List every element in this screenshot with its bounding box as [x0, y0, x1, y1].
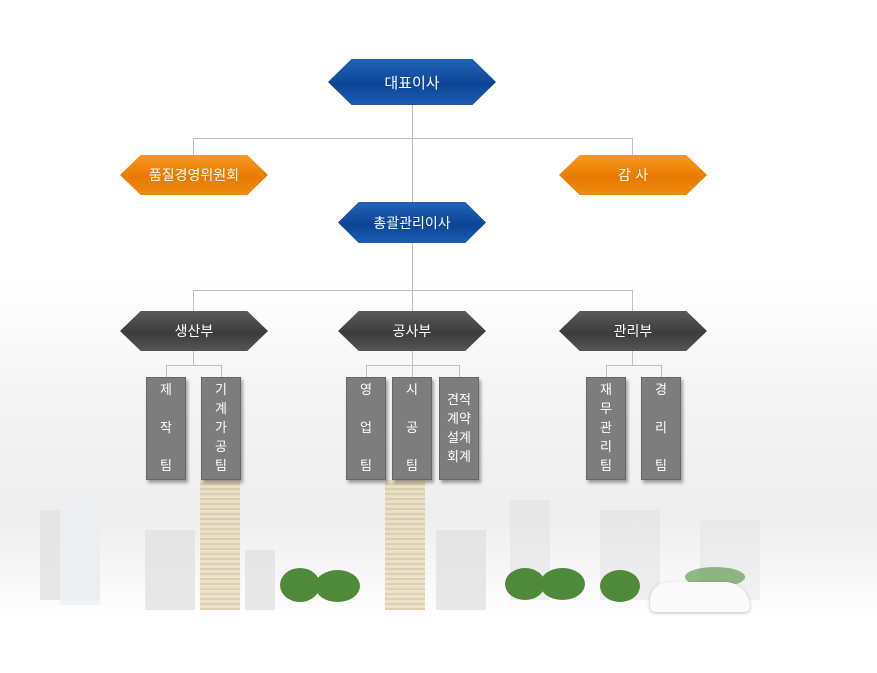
manufacturing-team-node: 제 작 팀: [146, 377, 186, 480]
management-dept-node: 관리부: [559, 311, 707, 351]
machining-team-node: 기 계 가 공 팀: [201, 377, 241, 480]
ceo-node: 대표이사: [328, 59, 496, 105]
car-illustration: [650, 582, 750, 612]
auditor-node: 감 사: [559, 155, 707, 195]
general-director-node: 총괄관리이사: [338, 202, 486, 243]
production-dept-node: 생산부: [120, 311, 268, 351]
construction-dept-node: 공사부: [338, 311, 486, 351]
estimate-contract-team-node: 견적 계약 설계 회계: [439, 377, 479, 480]
quality-committee-node: 품질경영위원회: [120, 155, 268, 195]
sales-team-node: 영 업 팀: [346, 377, 386, 480]
accounting-team-node: 경 리 팀: [641, 377, 681, 480]
construction-team-node: 시 공 팀: [392, 377, 432, 480]
finance-team-node: 재 무 관 리 팀: [586, 377, 626, 480]
